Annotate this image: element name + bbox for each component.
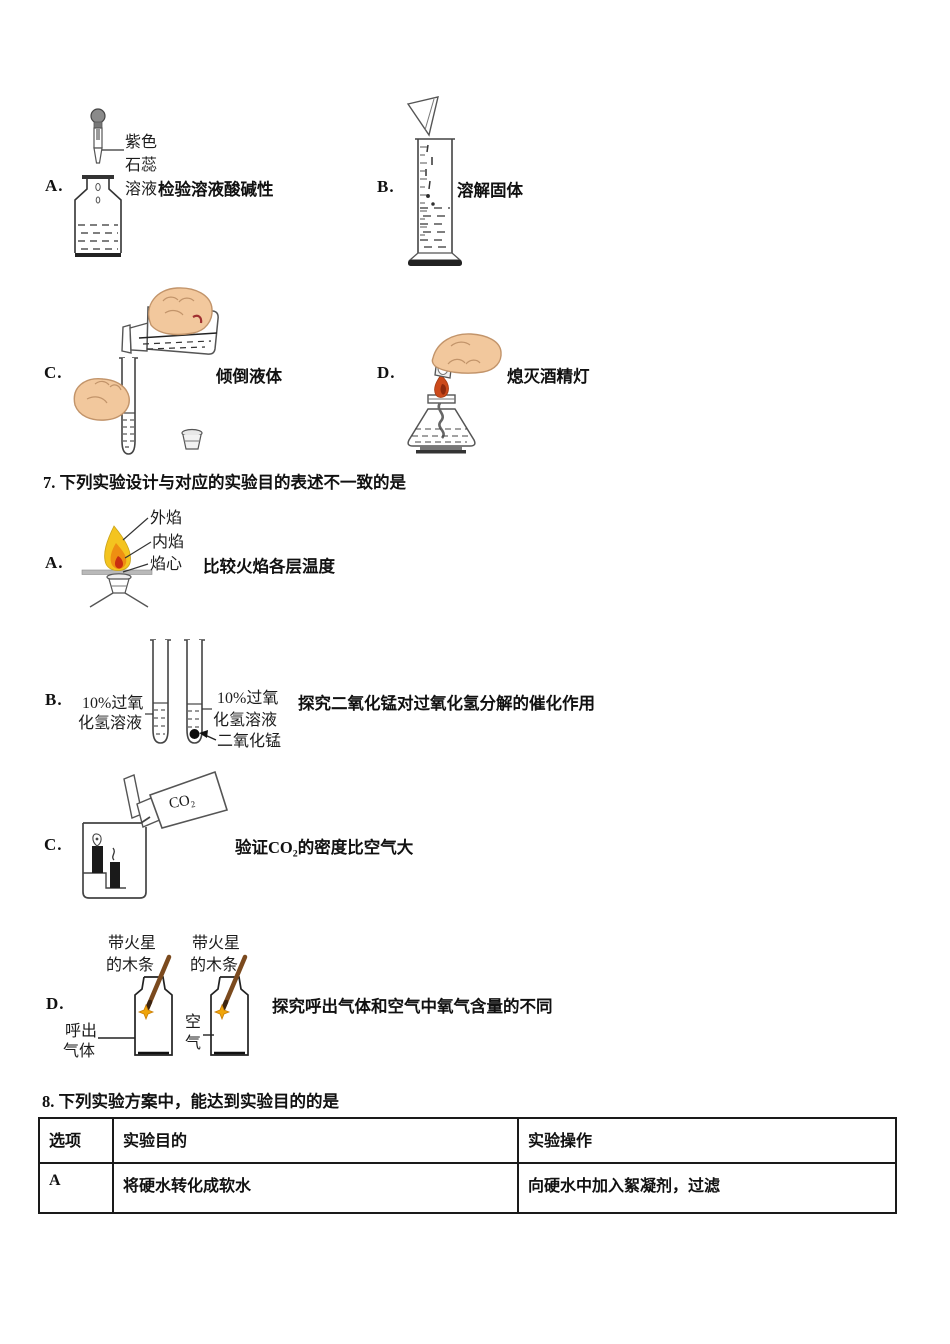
flame-layers-diagram: 外焰 内焰 焰心 [81,509,184,608]
q6-option-a-caption: 检验溶液酸碱性 [158,180,274,199]
manganese-dioxide-dot [189,729,200,739]
q7-option-d-letter: D. [46,994,65,1013]
right-gas-bottle-icon [210,954,249,1056]
table-cell-purpose: 将硬水转化成软水 [112,1162,519,1214]
left-test-tube-icon [150,639,171,744]
flame-icon [104,525,131,572]
q7-option-a-caption: 比较火焰各层温度 [203,557,335,576]
lamp-flame-icon [434,374,449,398]
inner-flame-label: 内焰 [152,533,184,551]
exhaled-gas-label-line2: 气体 [63,1042,95,1060]
q7-option-b-caption: 探究二氧化锰对过氧化氢分解的催化作用 [298,694,595,713]
beaker-icon [82,816,151,899]
table-cell-option: A [38,1162,114,1214]
q6-option-d-caption: 熄灭酒精灯 [507,367,590,386]
right-test-tube-icon [184,639,205,744]
q6-option-a-letter: A. [45,176,64,195]
air-label-line2: 气 [185,1034,201,1052]
left-splint-label-line1: 带火星 [108,934,156,952]
right-splint-label-line1: 带火星 [192,934,240,952]
graduated-cylinder-icon [408,138,462,266]
pour-liquid-diagram [73,287,219,455]
right-tube-label-line3: 二氧化锰 [217,732,281,750]
extinguish-lamp-diagram [407,333,502,454]
q7-option-b-letter: B. [45,690,63,709]
upper-hand-icon [148,287,213,336]
table-header-operation: 实验操作 [517,1117,897,1164]
co2-bottle-label: CO₂ [168,792,196,812]
q6-option-b-letter: B. [377,177,395,196]
q6-option-d-letter: D. [377,363,396,382]
burner-icon [89,573,149,608]
air-label-line1: 空 [185,1013,201,1031]
right-spark-icon [213,1003,231,1021]
paper-funnel-icon [406,96,439,137]
table-header-row: 选项 实验目的 实验操作 [38,1117,897,1164]
hand-icon [431,333,502,374]
q7-option-c-caption: 验证CO₂的密度比空气大 [235,838,414,857]
right-tube-label-line1: 10%过氧 [217,689,278,707]
falling-solid-particles [425,144,435,206]
flame-core-label: 焰心 [150,555,182,573]
experiment-plan-table: 选项 实验目的 实验操作 A 将硬水转化成软水 向硬水中加入絮凝剂，过滤 [38,1117,897,1214]
litmus-label-line2: 石蕊 [125,156,157,174]
exhaled-gas-label-line1: 呼出 [65,1022,97,1040]
q7-option-c-letter: C. [44,835,63,854]
lower-hand-icon [73,378,130,421]
table-cell-operation: 向硬水中加入絮凝剂，过滤 [517,1162,897,1214]
q6-option-c-caption: 倾倒液体 [216,367,282,386]
reagent-bottle-icon [74,175,122,257]
table-header-option: 选项 [38,1117,114,1164]
bottle-label-mark [192,314,203,324]
left-gas-bottle-icon [134,954,173,1056]
short-candle-smoke [112,847,115,861]
short-candle [110,862,120,888]
tall-candle [92,846,103,873]
dissolve-solid-diagram [406,96,462,266]
q6-option-b-caption: 溶解固体 [457,181,523,200]
q7-option-d-caption: 探究呼出气体和空气中氧气含量的不同 [272,997,553,1016]
left-tube-label-line1: 10%过氧 [82,694,143,712]
question-8-stem: 8. 下列实验方案中，能达到实验目的的是 [42,1092,339,1111]
question-7-stem: 7. 下列实验设计与对应的实验目的表述不一致的是 [43,473,406,492]
right-splint-label-line2: 的木条 [190,956,238,974]
table-row: A 将硬水转化成软水 向硬水中加入絮凝剂，过滤 [38,1162,897,1214]
left-splint-label-line2: 的木条 [106,956,154,974]
litmus-label-line3: 溶液 [125,180,157,198]
left-spark-icon [137,1003,155,1021]
catalyst-tubes-diagram: 10%过氧 化氢溶液 10%过氧 化氢溶液 二氧化锰 [78,639,281,750]
co2-bottle-icon [123,770,229,829]
exhaled-gas-diagram: 带火星 的木条 带火星 的木条 呼出 气体 空 气 [63,934,249,1060]
glass-stopper-icon [181,428,203,450]
dropper-bottle-diagram: 紫色 石蕊 溶液 [74,108,157,257]
co2-density-diagram: CO₂ [82,770,229,899]
wick-icon [437,402,445,439]
litmus-label-line1: 紫色 [125,133,157,151]
right-tube-label-line2: 化氢溶液 [213,711,277,729]
left-tube-label-line2: 化氢溶液 [78,714,142,732]
alcohol-lamp-icon [407,394,476,454]
q7-option-a-letter: A. [45,553,64,572]
label-leader-lines [122,517,152,573]
mno2-arrow [199,730,217,741]
dropper-icon [90,108,124,204]
outer-flame-label: 外焰 [150,509,182,527]
q6-option-c-letter: C. [44,363,63,382]
table-header-purpose: 实验目的 [112,1117,519,1164]
